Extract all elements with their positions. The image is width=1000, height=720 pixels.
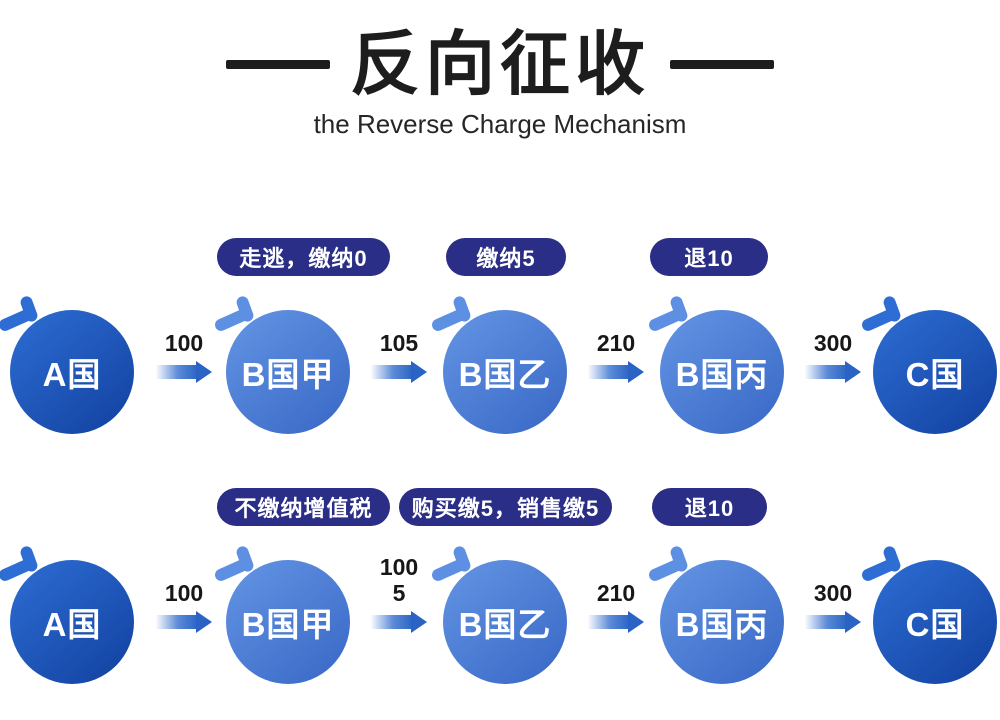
arrow-amount-label: 100 5 bbox=[379, 554, 419, 606]
badge-pay-5: 缴纳5 bbox=[446, 238, 566, 276]
node-label: B国乙 bbox=[458, 606, 552, 643]
node-country-a: A国 bbox=[0, 544, 134, 684]
title-dash-right bbox=[670, 59, 774, 69]
badge-refund-10: 退10 bbox=[650, 238, 768, 276]
node-country-b-bing: B国丙 bbox=[647, 544, 784, 684]
node-country-b-yi: B国乙 bbox=[430, 294, 567, 434]
arrow-icon bbox=[805, 611, 861, 633]
arrow-icon bbox=[371, 361, 427, 383]
arrow-icon bbox=[156, 611, 212, 633]
badge-buy-5-sell-5: 购买缴5，销售缴5 bbox=[399, 488, 612, 526]
node-label: C国 bbox=[905, 356, 965, 393]
badge-escape-pay-0: 走逃，缴纳0 bbox=[217, 238, 390, 276]
arrow-icon bbox=[588, 361, 644, 383]
node-country-c: C国 bbox=[860, 294, 997, 434]
arrow-icon bbox=[588, 611, 644, 633]
title-dash-left bbox=[226, 59, 330, 69]
page-title: 反向征收 bbox=[350, 25, 650, 103]
arrow-icon bbox=[156, 361, 212, 383]
flow-row-1: 走逃，缴纳0 缴纳5 退10 A国 B国甲 B国乙 B国丙 C国 100 bbox=[0, 238, 1000, 438]
node-country-b-jia: B国甲 bbox=[213, 544, 350, 684]
title-row: 反向征收 bbox=[0, 24, 1000, 104]
node-label: B国甲 bbox=[241, 356, 335, 393]
node-label: A国 bbox=[42, 356, 102, 393]
arrow-amount-label: 300 bbox=[813, 580, 853, 606]
arrow-amount-label: 210 bbox=[596, 580, 636, 606]
header: 反向征收 the Reverse Charge Mechanism bbox=[0, 24, 1000, 138]
node-country-b-yi: B国乙 bbox=[430, 544, 567, 684]
arrow-icon bbox=[371, 611, 427, 633]
arrow-amount-label: 100 bbox=[164, 330, 204, 356]
page-subtitle: the Reverse Charge Mechanism bbox=[313, 109, 687, 139]
arrow-amount-label: 210 bbox=[596, 330, 636, 356]
arrow-amount-label: 100 bbox=[164, 580, 204, 606]
arrow-amount-label: 105 bbox=[379, 330, 419, 356]
node-country-b-bing: B国丙 bbox=[647, 294, 784, 434]
node-label: A国 bbox=[42, 606, 102, 643]
node-country-b-jia: B国甲 bbox=[213, 294, 350, 434]
flow-row-2: 不缴纳增值税 购买缴5，销售缴5 退10 A国 B国甲 B国乙 B国丙 C国 bbox=[0, 488, 1000, 688]
node-label: C国 bbox=[905, 606, 965, 643]
node-label: B国丙 bbox=[675, 356, 769, 393]
badge-no-vat: 不缴纳增值税 bbox=[217, 488, 390, 526]
node-country-c: C国 bbox=[860, 544, 997, 684]
arrow-amount-label: 300 bbox=[813, 330, 853, 356]
node-label: B国甲 bbox=[241, 606, 335, 643]
node-country-a: A国 bbox=[0, 294, 134, 434]
node-label: B国乙 bbox=[458, 356, 552, 393]
arrow-icon bbox=[805, 361, 861, 383]
badge-refund-10: 退10 bbox=[652, 488, 767, 526]
node-label: B国丙 bbox=[675, 606, 769, 643]
